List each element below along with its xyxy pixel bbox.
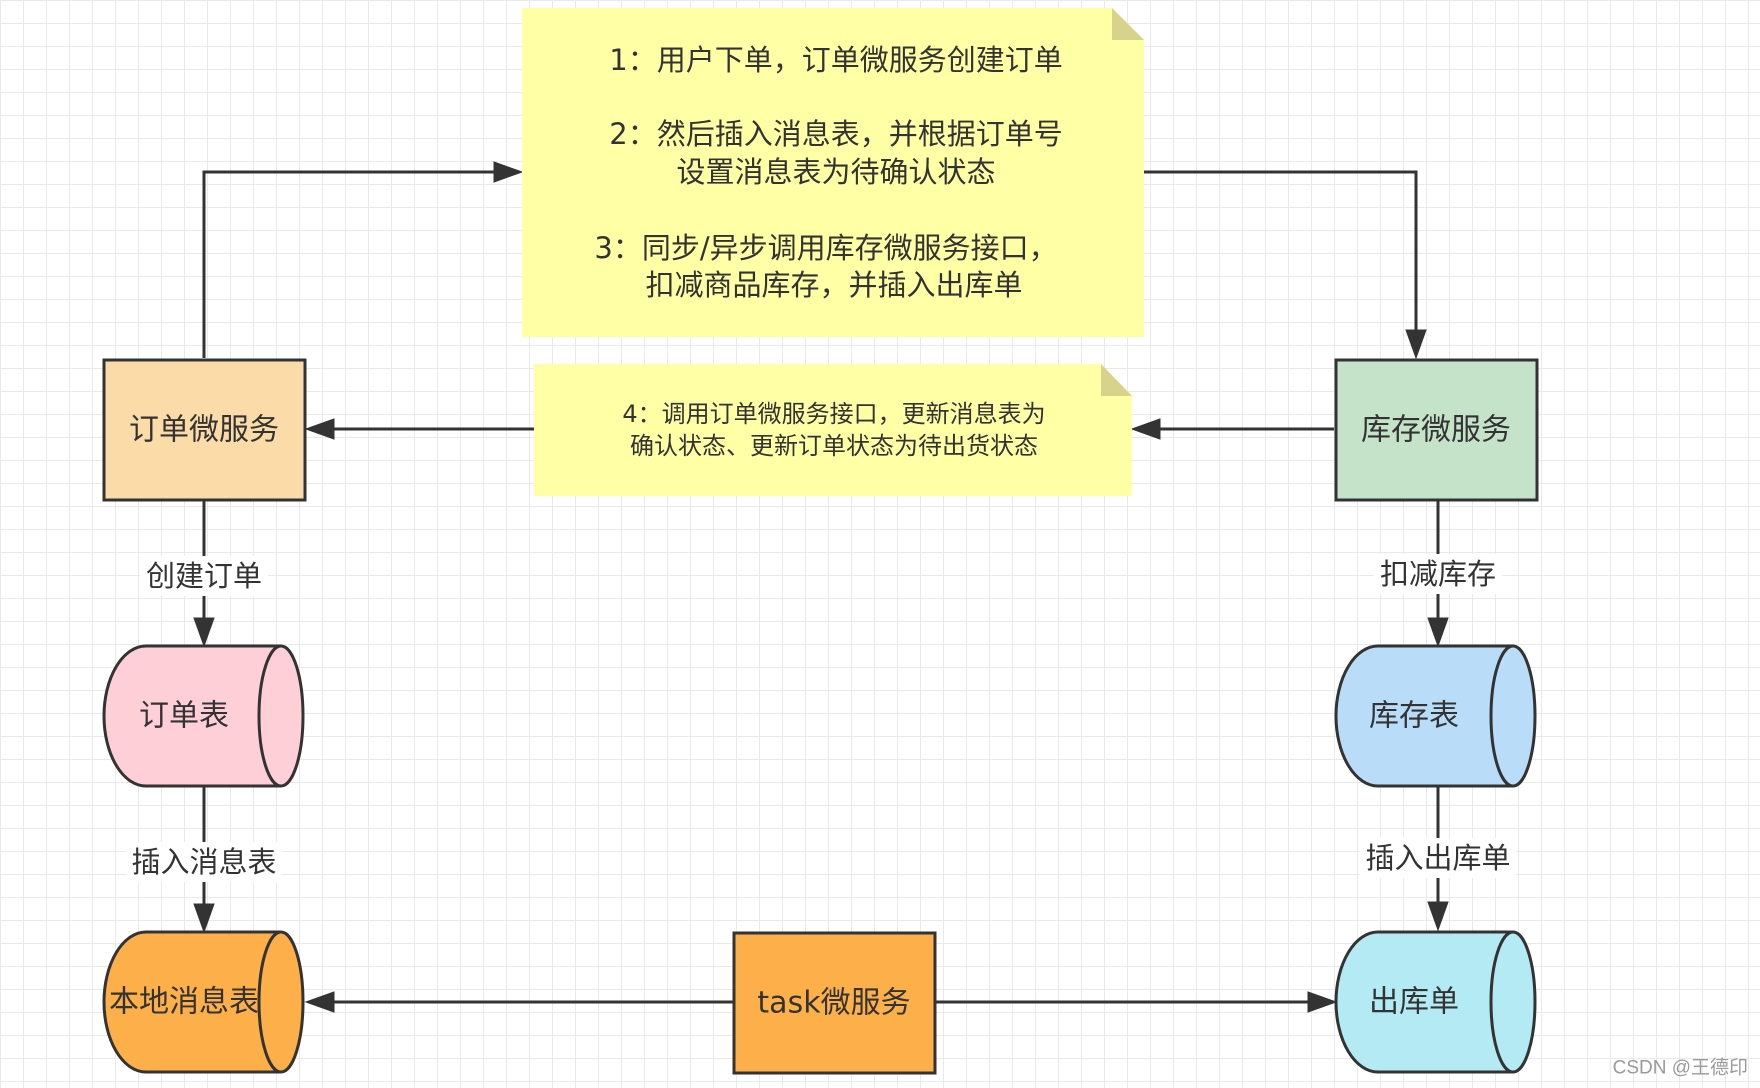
task-service-node[interactable]: task微服务	[732, 931, 937, 1075]
edge-labels: 创建订单 插入消息表 扣减库存 插入出库单	[126, 554, 1516, 882]
order-service-box	[102, 358, 307, 502]
callback-note-fold	[1101, 364, 1132, 396]
main-note-step-3-line-1: 3：同步/异步调用库存微服务接口，	[594, 231, 1057, 265]
outbound-table-node[interactable]: 出库单	[1334, 930, 1537, 1074]
arrow-head-into-note	[493, 161, 524, 183]
outbound-table-cylinder-cap	[1489, 930, 1514, 1074]
arrow-head-into-callback	[1130, 418, 1161, 440]
local-message-table-node[interactable]: 本地消息表	[102, 930, 305, 1074]
watermark: CSDN @王德印	[1613, 1057, 1748, 1079]
main-note-step-2-line-1: 2：然后插入消息表，并根据订单号	[609, 117, 1062, 151]
edge-label-deduct-stock: 扣减库存	[1380, 557, 1496, 591]
edge-label-insert-message: 插入消息表	[131, 845, 276, 879]
main-note-step-3-line-2: 扣减商品库存，并插入出库单	[645, 268, 1022, 302]
arrow-head-into-order-service	[304, 418, 335, 440]
local-message-table-cylinder-cap	[257, 930, 282, 1074]
main-note[interactable]: 1：用户下单，订单微服务创建订单 2：然后插入消息表，并根据订单号 设置消息表为…	[522, 8, 1144, 337]
arrow-head-task-into-outbound	[1307, 991, 1338, 1013]
task-service-label: task微服务	[757, 986, 910, 1021]
inventory-service-box	[1334, 358, 1539, 502]
inventory-table-label: 库存表	[1369, 699, 1459, 734]
order-service-label: 订单微服务	[129, 413, 279, 448]
outbound-table-label: 出库单	[1369, 985, 1459, 1020]
main-note-step-2-line-2: 设置消息表为待确认状态	[676, 155, 995, 189]
arrow-head-into-inventory-table	[1427, 617, 1449, 648]
arrow-head-task-into-message-table	[304, 991, 335, 1013]
task-service-box	[732, 931, 937, 1075]
arrow-head-into-message-table	[193, 903, 215, 934]
edge-label-insert-message-bg	[126, 842, 282, 882]
order-service-node[interactable]: 订单微服务	[102, 358, 307, 502]
order-table-cylinder-cap	[257, 644, 282, 788]
callback-note[interactable]: 4：调用订单微服务接口，更新消息表为 确认状态、更新订单状态为待出货状态	[534, 364, 1132, 496]
inventory-table-node[interactable]: 库存表	[1334, 644, 1537, 788]
edge-label-deduct-stock-bg	[1374, 554, 1502, 594]
edge-note-to-inventory	[1144, 170, 1418, 330]
main-note-step-1: 1：用户下单，订单微服务创建订单	[609, 43, 1062, 77]
main-note-fold	[1112, 8, 1144, 40]
callback-note-line-1: 4：调用订单微服务接口，更新消息表为	[622, 400, 1045, 428]
inventory-service-node[interactable]: 库存微服务	[1334, 358, 1539, 502]
edge-label-insert-outbound-bg	[1360, 838, 1516, 878]
callback-note-body	[534, 364, 1132, 496]
inventory-table-cylinder-cap	[1489, 644, 1514, 788]
arrow-head-into-inventory	[1405, 329, 1427, 360]
arrow-head-into-order-table	[193, 617, 215, 648]
edge-order-to-note	[202, 170, 496, 358]
order-table-label: 订单表	[139, 699, 229, 734]
main-note-body	[522, 8, 1144, 337]
local-message-table-label: 本地消息表	[109, 985, 259, 1020]
inventory-service-label: 库存微服务	[1361, 413, 1511, 448]
edge-label-create-order: 创建订单	[146, 559, 262, 593]
order-table-node[interactable]: 订单表	[102, 644, 305, 788]
edge-label-create-order-bg	[140, 556, 268, 596]
edge-label-insert-outbound: 插入出库单	[1365, 841, 1510, 875]
callback-note-line-2: 确认状态、更新订单状态为待出货状态	[630, 432, 1038, 460]
arrow-head-into-outbound	[1427, 901, 1449, 932]
